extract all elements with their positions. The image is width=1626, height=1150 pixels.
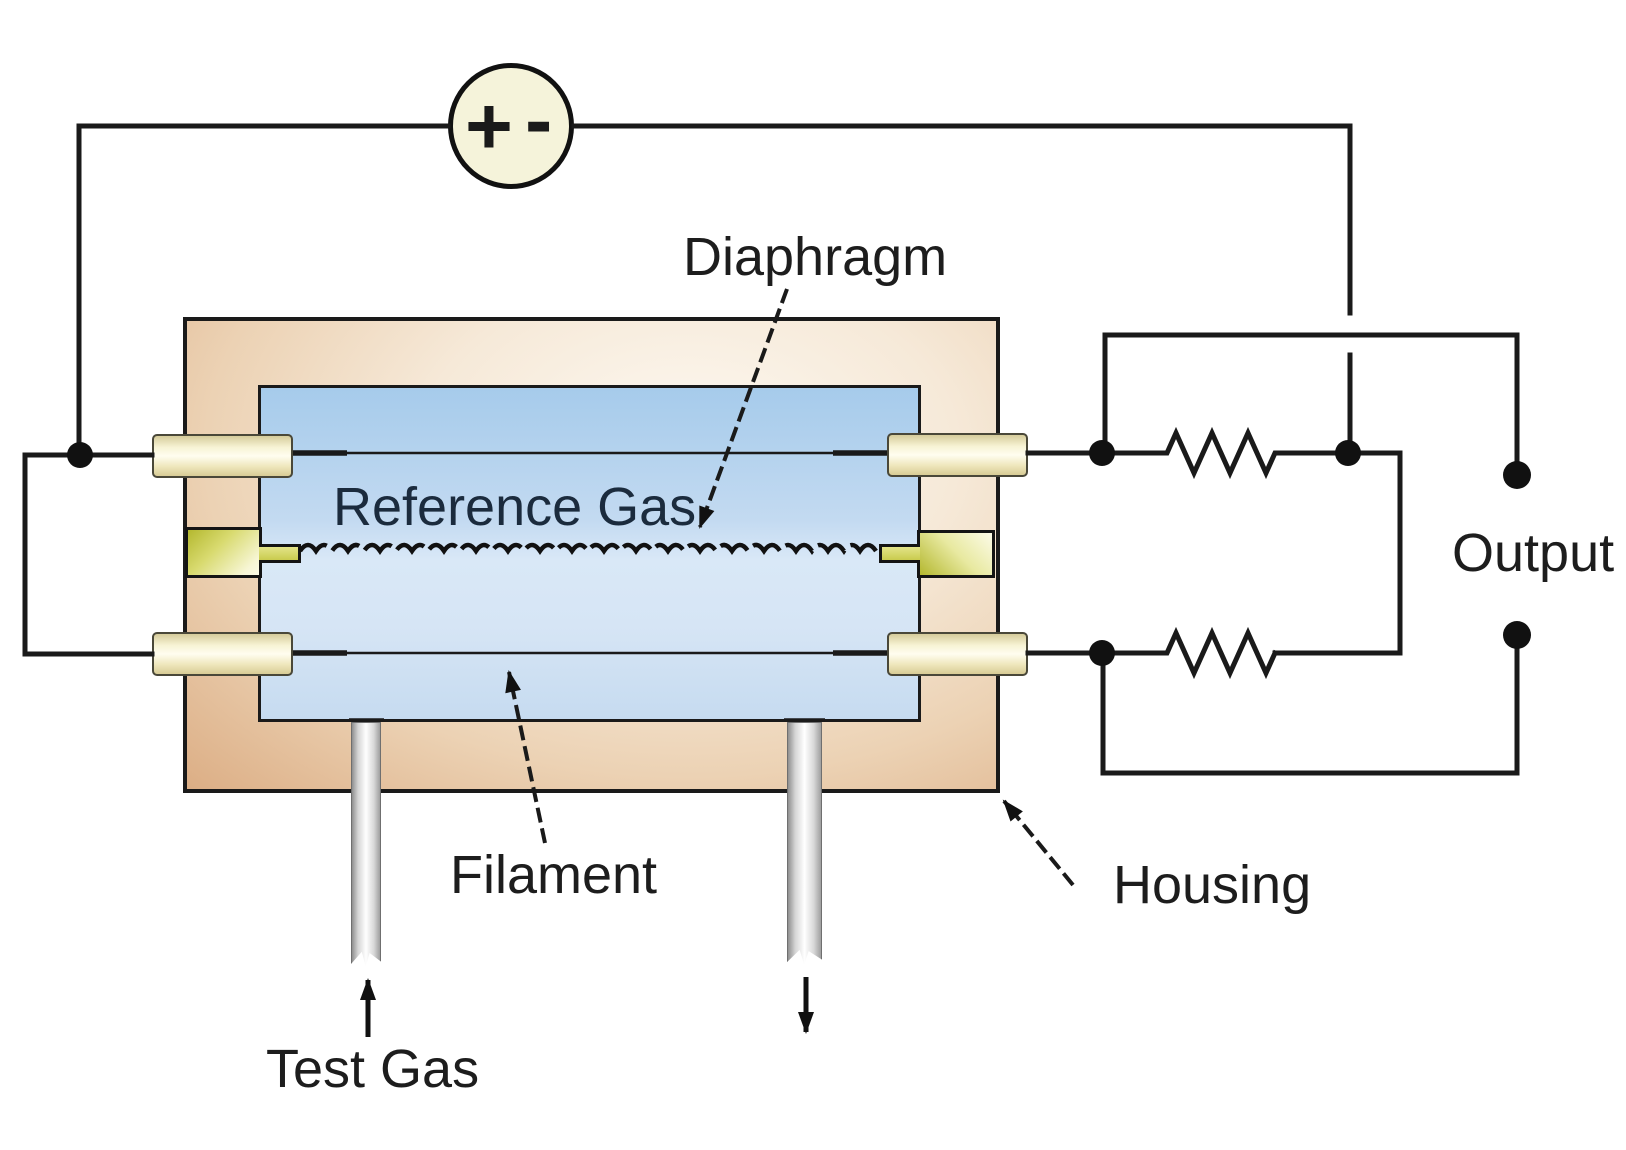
diaphragm-seal-right — [917, 530, 995, 578]
housing-label: Housing — [1113, 855, 1312, 915]
housing-arrow — [1002, 799, 1075, 887]
diaphragm-seal-left — [185, 527, 262, 578]
output-upper-bracket — [1102, 332, 1520, 475]
bridge-right-connector — [1272, 450, 1403, 656]
terminal-bottom-left — [152, 632, 293, 676]
gas-outlet-tube — [787, 722, 822, 965]
diaphragm-label: Diaphragm — [683, 227, 948, 287]
reference-gas-label: Reference Gas — [333, 477, 697, 537]
diaphragm-clamp-left — [259, 544, 301, 563]
minus-symbol: - — [525, 75, 553, 166]
power-source-icon: + - — [448, 63, 574, 189]
plus-symbol: + — [465, 81, 513, 172]
terminal-bottom-right — [887, 632, 1028, 676]
terminal-top-left — [152, 434, 293, 478]
output-lower-bracket — [1100, 635, 1520, 776]
resistor-lower — [1025, 626, 1279, 680]
test-gas-label: Test Gas — [266, 1039, 480, 1099]
filament-label: Filament — [450, 845, 658, 905]
test-gas-inlet-tube — [351, 722, 381, 967]
gas-chamber — [258, 385, 921, 722]
terminal-top-right — [887, 433, 1028, 477]
diaphragm-clamp-right — [879, 544, 920, 563]
output-label: Output — [1452, 523, 1615, 583]
resistor-upper — [1025, 426, 1351, 480]
